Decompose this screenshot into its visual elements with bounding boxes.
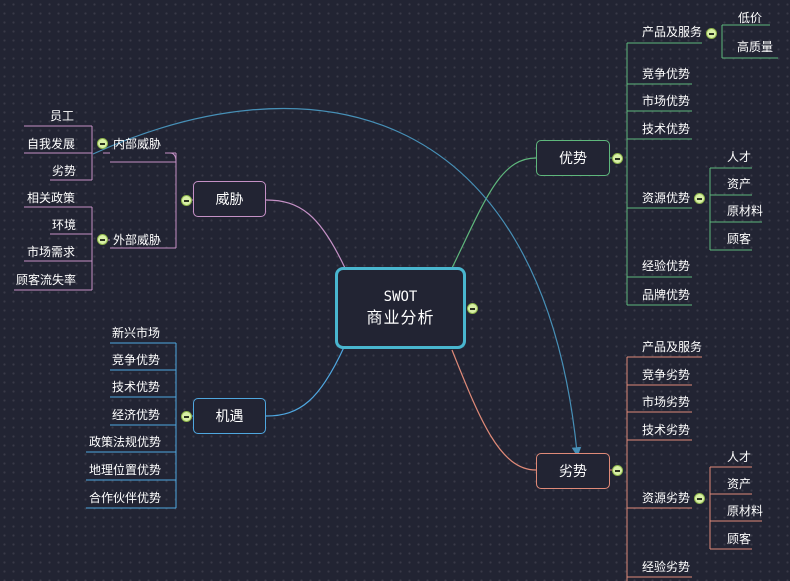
strength-item[interactable]: 产品及服务 bbox=[642, 25, 703, 39]
threat-group-external[interactable]: 外部威胁 bbox=[113, 233, 162, 247]
center-subtitle: 商业分析 bbox=[366, 308, 435, 327]
opportunity-item[interactable]: 技术优势 bbox=[112, 380, 161, 394]
center-node[interactable]: SWOT 商业分析 bbox=[335, 267, 466, 349]
weaknesses-collapse-icon[interactable] bbox=[612, 465, 623, 476]
threat-internal-item[interactable]: 劣势 bbox=[52, 164, 77, 178]
curve-center-opportunities bbox=[265, 344, 346, 417]
strength-item[interactable]: 经验优势 bbox=[642, 259, 691, 273]
strengths-collapse-icon[interactable] bbox=[612, 153, 623, 164]
strength-product-collapse-icon[interactable] bbox=[706, 28, 717, 39]
opportunities-lines bbox=[86, 342, 193, 509]
center-collapse-icon[interactable] bbox=[467, 303, 478, 314]
threat-external-item[interactable]: 市场需求 bbox=[27, 245, 76, 259]
weakness-resource-child[interactable]: 人才 bbox=[727, 450, 752, 464]
weakness-item[interactable]: 资源劣势 bbox=[642, 491, 691, 505]
strength-item[interactable]: 市场优势 bbox=[642, 94, 691, 108]
threat-internal-item[interactable]: 自我发展 bbox=[27, 137, 76, 151]
curve-center-weaknesses bbox=[451, 349, 537, 471]
center-curves bbox=[265, 157, 537, 471]
threat-group-internal[interactable]: 内部威胁 bbox=[113, 137, 162, 151]
strength-item[interactable]: 技术优势 bbox=[642, 122, 691, 136]
strength-item[interactable]: 资源优势 bbox=[642, 191, 691, 205]
internal-threats-collapse-icon[interactable] bbox=[97, 138, 108, 149]
threat-external-item[interactable]: 相关政策 bbox=[27, 191, 76, 205]
strength-item[interactable]: 品牌优势 bbox=[642, 288, 691, 302]
threat-external-item[interactable]: 环境 bbox=[52, 218, 77, 232]
center-title: SWOT bbox=[383, 289, 418, 305]
topic-threats[interactable]: 威胁 bbox=[193, 181, 266, 217]
strength-resource-child[interactable]: 资产 bbox=[727, 177, 752, 191]
relation-arrow bbox=[92, 107, 582, 457]
weakness-resource-child[interactable]: 顾客 bbox=[727, 532, 752, 546]
threat-internal-item[interactable]: 员工 bbox=[50, 109, 75, 123]
strength-resource-child[interactable]: 原材料 bbox=[727, 204, 764, 218]
strengths-lines bbox=[610, 24, 778, 306]
threats-collapse-icon[interactable] bbox=[181, 195, 192, 206]
topic-opportunities[interactable]: 机遇 bbox=[193, 398, 266, 434]
opportunity-item[interactable]: 地理位置优势 bbox=[89, 463, 162, 477]
strength-product-child[interactable]: 低价 bbox=[738, 11, 763, 25]
strength-resource-child[interactable]: 顾客 bbox=[727, 232, 752, 246]
strength-product-child[interactable]: 高质量 bbox=[737, 40, 774, 54]
curve-center-threats bbox=[265, 199, 346, 269]
topic-strengths[interactable]: 优势 bbox=[536, 140, 610, 176]
weakness-resource-collapse-icon[interactable] bbox=[694, 493, 705, 504]
threat-external-item[interactable]: 顾客流失率 bbox=[16, 273, 77, 287]
opportunities-collapse-icon[interactable] bbox=[181, 411, 192, 422]
weakness-resource-child[interactable]: 原材料 bbox=[727, 504, 764, 518]
external-threats-collapse-icon[interactable] bbox=[97, 234, 108, 245]
weaknesses-lines bbox=[610, 356, 762, 581]
strength-resource-collapse-icon[interactable] bbox=[694, 193, 705, 204]
opportunity-item[interactable]: 新兴市场 bbox=[112, 326, 161, 340]
opportunity-item[interactable]: 合作伙伴优势 bbox=[89, 491, 162, 505]
strength-item[interactable]: 竞争优势 bbox=[642, 67, 691, 81]
opportunity-item[interactable]: 经济优势 bbox=[112, 408, 161, 422]
curve-center-strengths bbox=[451, 157, 537, 269]
weakness-item[interactable]: 技术劣势 bbox=[642, 423, 691, 437]
weakness-item[interactable]: 产品及服务 bbox=[642, 340, 703, 354]
weakness-item[interactable]: 竞争劣势 bbox=[642, 368, 691, 382]
weakness-resource-child[interactable]: 资产 bbox=[727, 477, 752, 491]
weakness-item[interactable]: 市场劣势 bbox=[642, 395, 691, 409]
topic-weaknesses[interactable]: 劣势 bbox=[536, 453, 610, 489]
weakness-item[interactable]: 经验劣势 bbox=[642, 560, 691, 574]
opportunity-item[interactable]: 竞争优势 bbox=[112, 353, 161, 367]
opportunity-item[interactable]: 政策法规优势 bbox=[89, 435, 162, 449]
strength-resource-child[interactable]: 人才 bbox=[727, 150, 752, 164]
